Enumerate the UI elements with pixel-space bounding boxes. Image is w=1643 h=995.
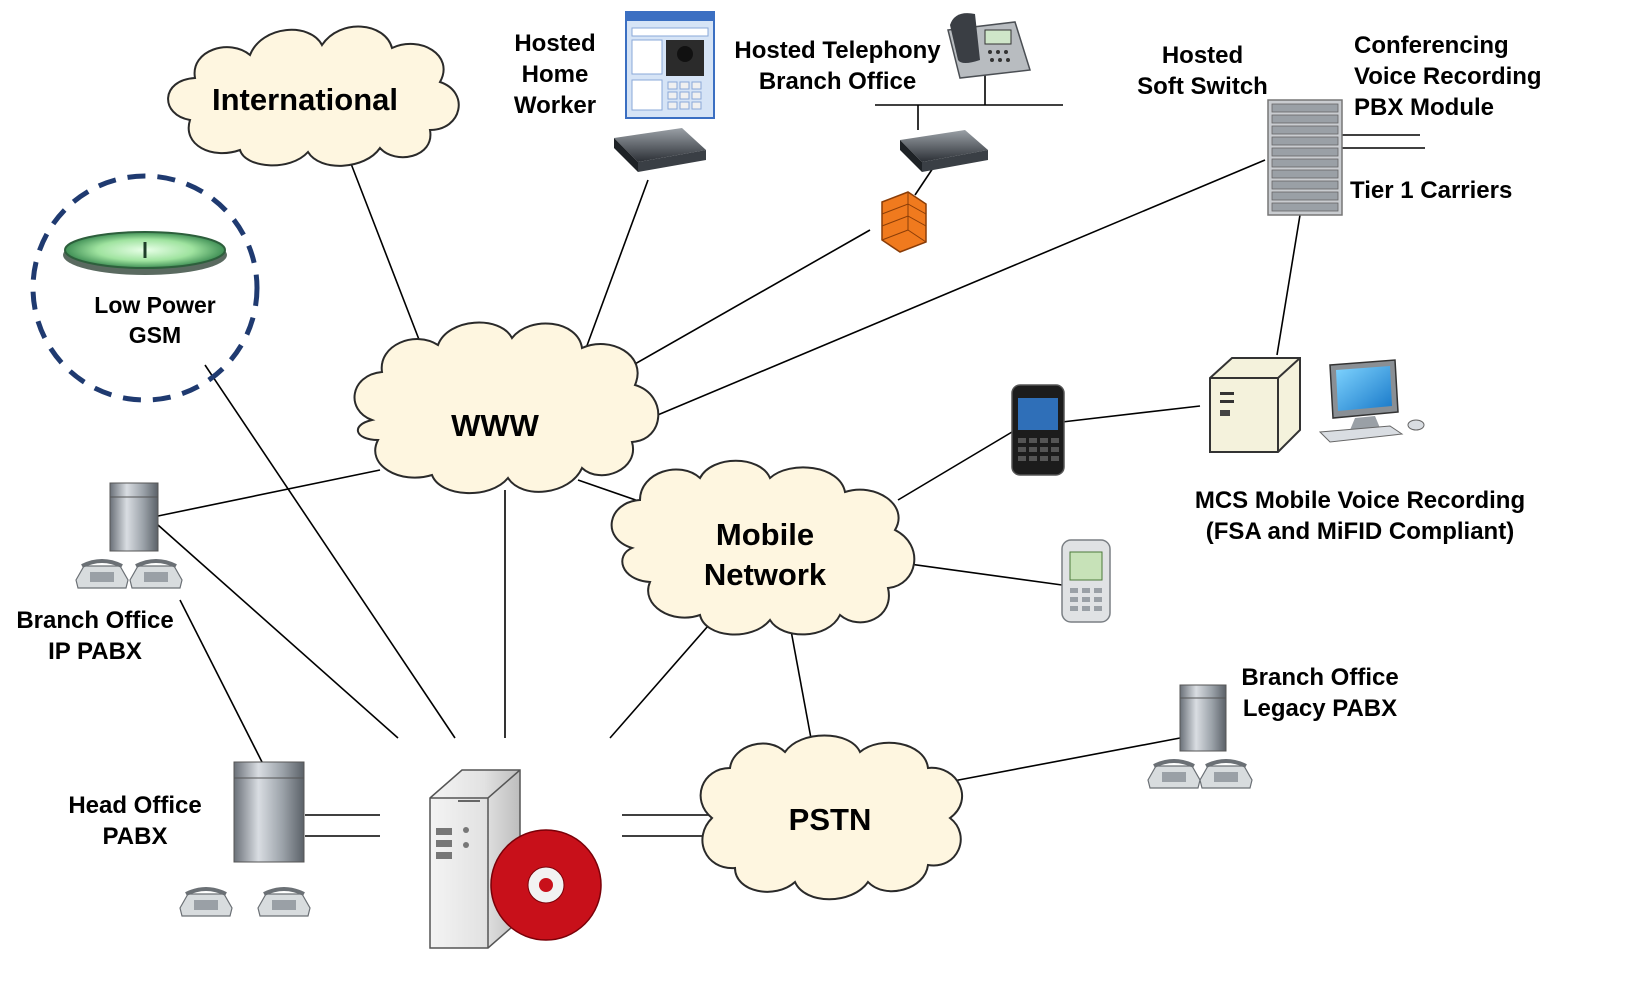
mobile-phone-icon <box>1061 539 1111 623</box>
conferencing-line3: PBX Module <box>1354 94 1495 121</box>
cloud-label-mobile-network: Mobile Network <box>680 515 850 595</box>
home-worker-line2: Home <box>521 61 589 88</box>
smartphone-icon <box>1011 384 1065 476</box>
cloud-label-www: WWW <box>420 408 570 444</box>
home-worker-modem-icon <box>614 128 706 172</box>
connection-lines <box>157 75 1425 837</box>
gsm-coverage-ring <box>30 173 260 403</box>
branch-legacy-line2: Legacy PABX <box>1242 695 1398 722</box>
branch-legacy-pabx-icon <box>1146 684 1254 790</box>
telephony-line2: Branch Office <box>758 68 917 95</box>
home-worker-line3: Worker <box>513 92 597 119</box>
label-hosted-home-worker: Hosted Home Worker <box>500 28 610 121</box>
soft-switch-line1: Hosted <box>1161 42 1244 69</box>
label-hosted-soft-switch: Hosted Soft Switch <box>1130 40 1275 102</box>
branch-legacy-line1: Branch Office <box>1241 664 1399 691</box>
branch-office-modem-icon <box>900 130 988 172</box>
gsm-line1: Low Power <box>94 292 216 318</box>
mcs-line2: (FSA and MiFID Compliant) <box>1205 518 1515 545</box>
mobile-label: Mobile <box>715 517 815 552</box>
workstation-monitor-icon <box>1318 359 1425 443</box>
home-worker-line1: Hosted <box>514 30 596 57</box>
cloud-pstn <box>699 734 963 901</box>
label-mcs-voice-recording: MCS Mobile Voice Recording (FSA and MiFI… <box>1170 485 1550 547</box>
www-label: WWW <box>451 408 539 443</box>
softphone-window-icon <box>625 11 715 119</box>
pstn-label: PSTN <box>788 802 872 837</box>
label-branch-legacy-pabx: Branch Office Legacy PABX <box>1225 662 1415 724</box>
network-label: Network <box>703 557 827 592</box>
branch-ip-line2: IP PABX <box>48 638 142 665</box>
head-office-pabx-icon <box>178 761 312 918</box>
mcs-server-icon <box>1209 357 1301 453</box>
gsm-line2: GSM <box>128 322 182 348</box>
conferencing-line2: Voice Recording <box>1354 63 1542 90</box>
tier1-text: Tier 1 Carriers <box>1350 177 1513 204</box>
label-head-office-pabx: Head Office PABX <box>55 790 215 852</box>
recording-disc-icon <box>490 829 602 941</box>
international-label: International <box>211 82 398 117</box>
cloud-www <box>353 321 660 495</box>
ip-desk-phone-icon <box>947 13 1031 79</box>
label-branch-ip-pabx: Branch Office IP PABX <box>5 605 185 667</box>
cloud-international <box>167 25 460 167</box>
label-hosted-telephony: Hosted Telephony Branch Office <box>725 35 950 97</box>
label-low-power-gsm: Low Power GSM <box>80 290 230 350</box>
mcs-line1: MCS Mobile Voice Recording <box>1194 487 1526 514</box>
cloud-mobile-network <box>610 459 916 636</box>
soft-switch-rack-icon <box>1267 99 1343 216</box>
head-office-line2: PABX <box>102 823 168 850</box>
branch-ip-pabx-icon <box>74 482 184 590</box>
firewall-icon <box>881 191 927 253</box>
label-conferencing: Conferencing Voice Recording PBX Module <box>1354 30 1542 123</box>
cloud-label-international: International <box>190 82 420 118</box>
conferencing-line1: Conferencing <box>1354 32 1509 59</box>
soft-switch-line2: Soft Switch <box>1137 73 1268 100</box>
branch-ip-line1: Branch Office <box>16 607 174 634</box>
head-office-line1: Head Office <box>68 792 202 819</box>
cloud-label-pstn: PSTN <box>760 802 900 838</box>
label-tier1-carriers: Tier 1 Carriers <box>1350 175 1512 206</box>
gsm-femtocell-icon <box>63 231 227 275</box>
telephony-line1: Hosted Telephony <box>734 37 941 64</box>
